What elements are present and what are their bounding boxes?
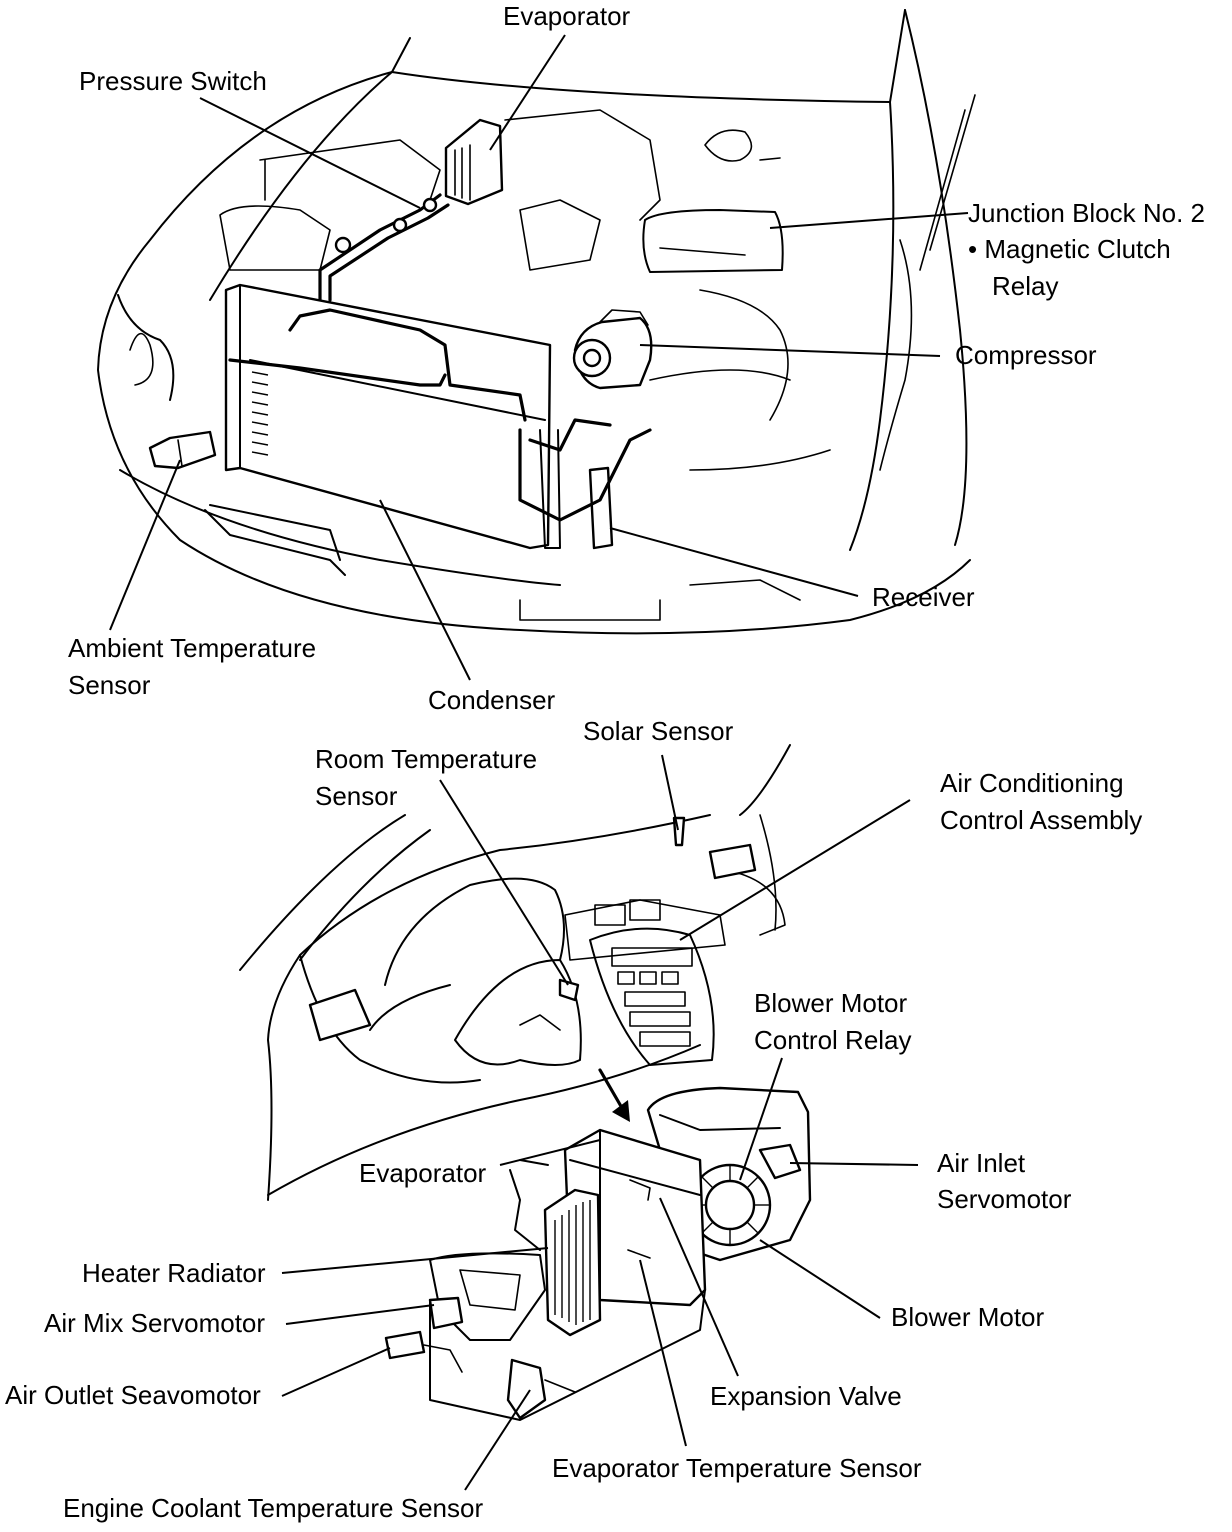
label-engine-coolant: Engine Coolant Temperature Sensor xyxy=(63,1493,483,1523)
label-blower-relay-line2: Control Relay xyxy=(754,1025,912,1055)
label-pressure-switch: Pressure Switch xyxy=(79,66,267,96)
label-room-temp-line2: Sensor xyxy=(315,781,398,811)
leader-air-outlet xyxy=(281,1347,391,1397)
hvac-unit-illustration xyxy=(384,1086,812,1421)
label-ac-control-line2: Control Assembly xyxy=(940,805,1142,835)
label-compressor: Compressor xyxy=(955,340,1097,370)
label-air-outlet: Air Outlet Seavomotor xyxy=(5,1380,261,1410)
label-heater-radiator: Heater Radiator xyxy=(82,1258,266,1288)
leader-ac-control xyxy=(679,799,911,941)
leader-condenser xyxy=(379,499,471,681)
label-receiver: Receiver xyxy=(872,582,975,612)
label-condenser: Condenser xyxy=(428,685,556,715)
label-air-inlet-line1: Air Inlet xyxy=(937,1148,1026,1178)
label-expansion-valve: Expansion Valve xyxy=(710,1381,902,1411)
leader-receiver xyxy=(609,527,859,597)
leader-junction-block xyxy=(769,212,969,229)
label-air-inlet-line2: Servomotor xyxy=(937,1184,1072,1214)
leader-compressor xyxy=(639,344,941,357)
label-ambient-line2: Sensor xyxy=(68,670,151,700)
label-ac-control-line1: Air Conditioning xyxy=(940,768,1124,798)
leader-pressure-switch xyxy=(199,97,421,209)
label-blower-relay-line1: Blower Motor xyxy=(754,988,907,1018)
component-labels: Evaporator Pressure Switch Junction Bloc… xyxy=(5,1,1205,1523)
leader-ambient xyxy=(109,459,181,631)
label-air-mix: Air Mix Servomotor xyxy=(44,1308,265,1338)
leader-air-inlet xyxy=(789,1162,919,1166)
leader-lines xyxy=(109,34,969,1491)
leader-blower-relay xyxy=(739,1057,783,1181)
leader-blower-motor xyxy=(759,1239,881,1319)
label-solar-sensor: Solar Sensor xyxy=(583,716,734,746)
engine-bay-illustration xyxy=(97,9,976,635)
label-junction-block: Junction Block No. 2 xyxy=(968,198,1205,228)
label-magnetic-clutch: • Magnetic Clutch xyxy=(968,234,1171,264)
label-room-temp-line1: Room Temperature xyxy=(315,744,537,774)
leader-heater-radiator xyxy=(281,1247,549,1274)
leader-air-mix xyxy=(285,1304,435,1325)
leader-evaporator-bottom xyxy=(499,1139,601,1166)
leader-evap-temp xyxy=(639,1259,687,1447)
leader-engine-coolant xyxy=(464,1389,531,1491)
label-evaporator-top: Evaporator xyxy=(503,1,631,31)
leader-evaporator-top xyxy=(489,34,566,151)
dashboard-illustration xyxy=(239,744,791,1201)
leader-solar xyxy=(661,754,679,831)
label-evap-temp-sensor: Evaporator Temperature Sensor xyxy=(552,1453,922,1483)
label-blower-motor: Blower Motor xyxy=(891,1302,1044,1332)
label-ambient-line1: Ambient Temperature xyxy=(68,633,316,663)
leader-room-temp xyxy=(439,779,569,986)
label-magnetic-clutch-relay: Relay xyxy=(992,271,1058,301)
label-evaporator-bottom: Evaporator xyxy=(359,1158,487,1188)
leader-expansion-valve xyxy=(659,1197,739,1377)
